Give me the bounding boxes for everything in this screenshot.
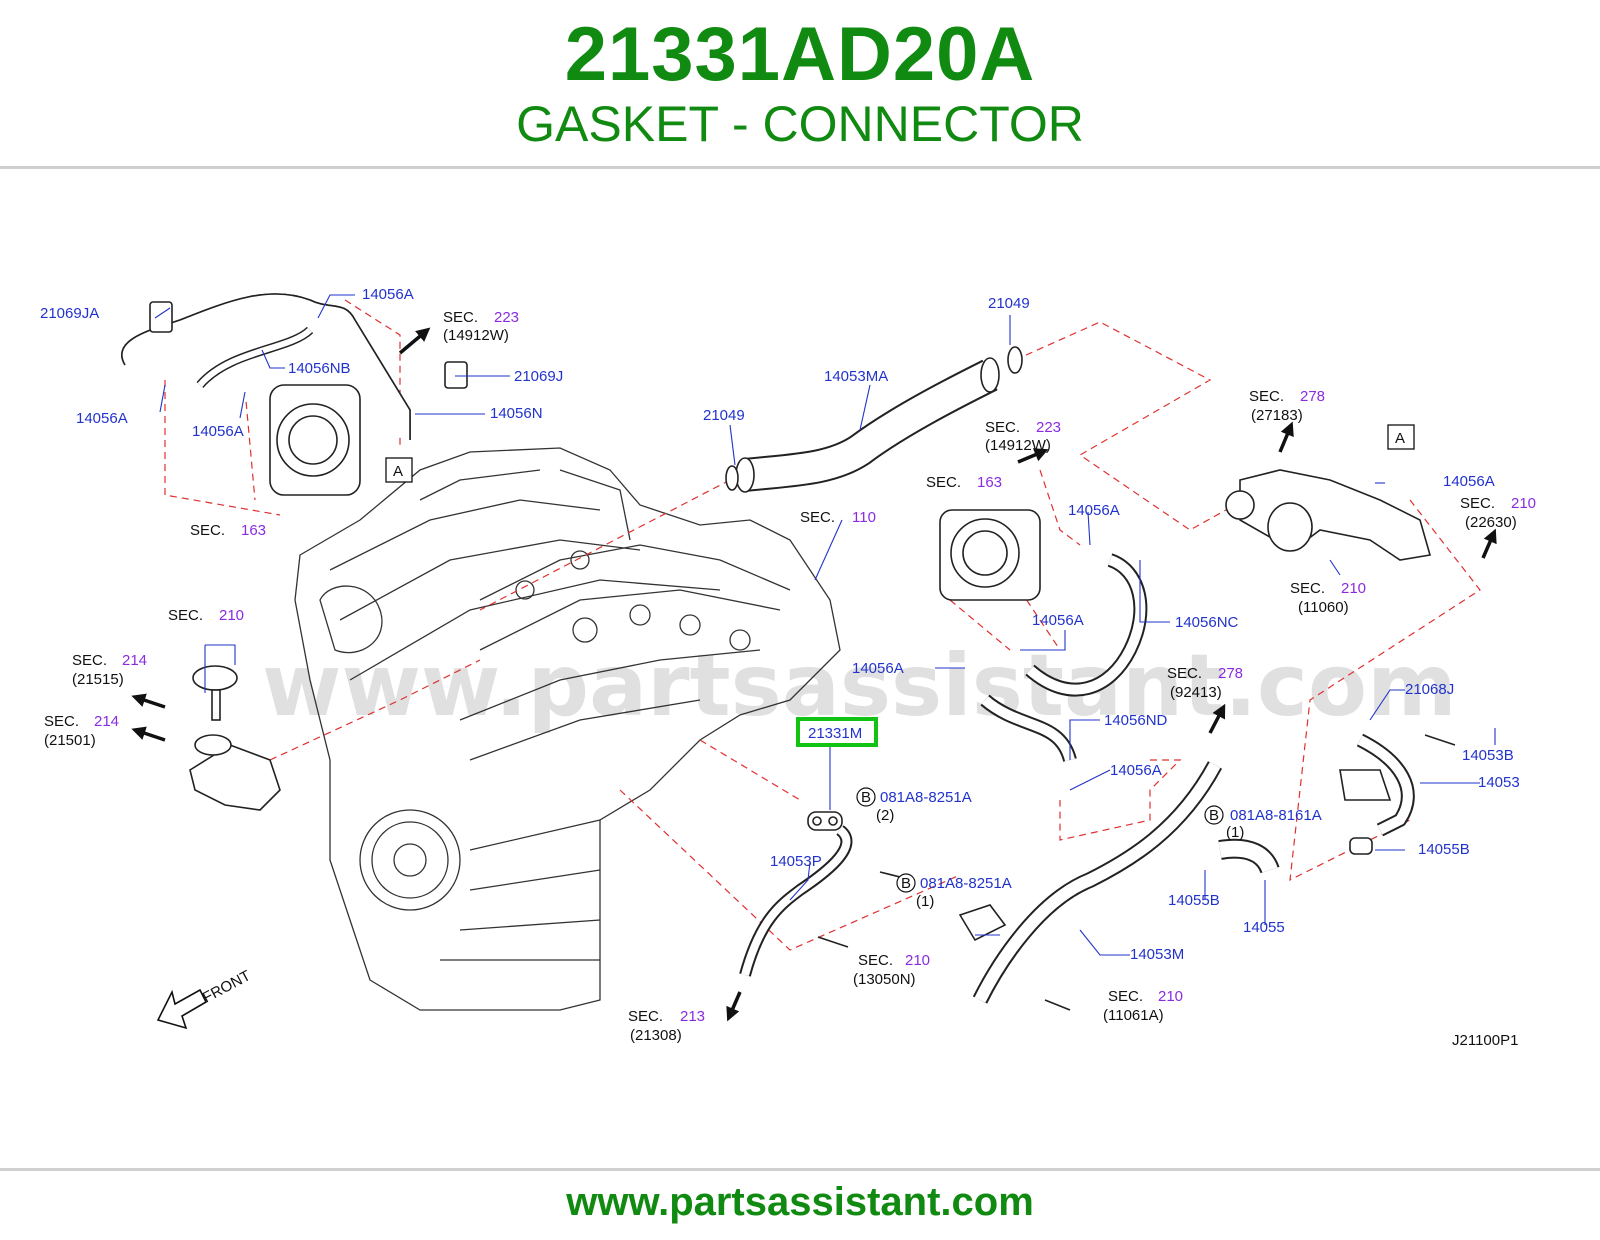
callout-081A8-8161A: 081A8-8161A	[1230, 807, 1322, 824]
callout-14056A: 14056A	[192, 423, 244, 440]
leader-lines	[154, 294, 1496, 956]
front-label: FRONT	[200, 967, 254, 1006]
parts-diagram: www.partsassistant.com	[40, 286, 1536, 1049]
section-references: SEC. 223 (14912W) SEC. 163 SEC. 110 SEC.…	[44, 309, 1536, 1044]
callout-14053B: 14053B	[1462, 747, 1514, 764]
header-divider	[0, 166, 1600, 169]
callout-14055B: 14055B	[1418, 841, 1470, 858]
bolt-marker-b: B	[861, 789, 871, 806]
svg-text:SEC.: SEC.	[1290, 580, 1325, 597]
callout-quantity: (1)	[1226, 824, 1244, 841]
section-number: 214	[122, 652, 147, 669]
part-name-subtitle: GASKET - CONNECTOR	[516, 96, 1084, 152]
svg-text:SEC.: SEC.	[190, 522, 225, 539]
callout-14056A: 14056A	[362, 286, 414, 303]
section-number: 223	[494, 309, 519, 326]
bolt-marker-b: B	[1209, 807, 1219, 824]
front-direction-indicator: FRONT	[156, 967, 254, 1030]
svg-text:SEC.: SEC.	[800, 509, 835, 526]
diagram-code: J21100P1	[1452, 1032, 1518, 1049]
callout-14056A: 14056A	[852, 660, 904, 677]
section-ref: (11060)	[1298, 599, 1349, 616]
svg-text:SEC.: SEC.	[168, 607, 203, 624]
callout-14053P: 14053P	[770, 853, 822, 870]
engine-block-illustration	[294, 447, 841, 1011]
callout-21068J: 21068J	[1405, 681, 1454, 698]
callout-14056A: 14056A	[1443, 473, 1495, 490]
svg-text:SEC.: SEC.	[44, 713, 79, 730]
section-number: 210	[1158, 988, 1183, 1005]
svg-text:SEC.: SEC.	[1167, 665, 1202, 682]
footer-url-link[interactable]: www.partsassistant.com	[566, 1180, 1034, 1224]
section-number: 163	[977, 474, 1002, 491]
section-number: 278	[1218, 665, 1243, 682]
section-ref: (14912W)	[985, 437, 1051, 454]
parts-shapes	[121, 293, 1456, 1011]
callout-14053M: 14053M	[1130, 946, 1184, 963]
bolt-marker-b: B	[901, 875, 911, 892]
section-ref: (11061A)	[1103, 1007, 1164, 1024]
callout-14056ND: 14056ND	[1104, 712, 1168, 729]
section-ref: (92413)	[1170, 684, 1222, 701]
section-number: 278	[1300, 388, 1325, 405]
section-number: 163	[241, 522, 266, 539]
svg-text:SEC.: SEC.	[858, 952, 893, 969]
connection-marker-a: A	[1395, 430, 1405, 447]
section-ref: (21515)	[72, 671, 124, 688]
callout-21069JA: 21069JA	[40, 305, 99, 322]
callout-21069J: 21069J	[514, 368, 563, 385]
callout-14056NC: 14056NC	[1175, 614, 1239, 631]
callout-14053: 14053	[1478, 774, 1520, 791]
callout-14056A: 14056A	[1032, 612, 1084, 629]
page-header: 21331AD20A GASKET - CONNECTOR	[0, 0, 1600, 168]
connection-marker-a: A	[393, 463, 403, 480]
section-ref: (22630)	[1465, 514, 1517, 531]
target-part-highlight	[796, 717, 878, 747]
section-number: 214	[94, 713, 119, 730]
callout-21049: 21049	[988, 295, 1030, 312]
callout-14053MA: 14053MA	[824, 368, 888, 385]
section-arrows	[131, 327, 1497, 1022]
svg-text:SEC.: SEC.	[1108, 988, 1143, 1005]
svg-text:SEC.: SEC.	[1460, 495, 1495, 512]
section-number: 210	[905, 952, 930, 969]
section-number: 210	[1511, 495, 1536, 512]
callout-quantity: (1)	[916, 893, 934, 910]
svg-text:SEC.: SEC.	[628, 1008, 663, 1025]
callout-081A8-8251A: 081A8-8251A	[920, 875, 1012, 892]
callout-21331M-target[interactable]: 21331M	[808, 725, 862, 742]
callout-14056N: 14056N	[490, 405, 543, 422]
section-number: 223	[1036, 419, 1061, 436]
callout-quantity: (2)	[876, 807, 894, 824]
section-number: 210	[219, 607, 244, 624]
svg-text:SEC.: SEC.	[926, 474, 961, 491]
footer-divider	[0, 1168, 1600, 1171]
svg-text:SEC.: SEC.	[985, 419, 1020, 436]
section-number: 110	[852, 509, 876, 526]
callout-21049: 21049	[703, 407, 745, 424]
callout-14055: 14055	[1243, 919, 1285, 936]
part-number-title: 21331AD20A	[564, 12, 1036, 97]
section-ref: (21308)	[630, 1027, 682, 1044]
svg-text:SEC.: SEC.	[1249, 388, 1284, 405]
svg-text:SEC.: SEC.	[72, 652, 107, 669]
callout-14056NB: 14056NB	[288, 360, 351, 377]
section-ref: (21501)	[44, 732, 96, 749]
callout-labels: 21069JA 14056A 14056NB 14056A 14056A 210…	[40, 286, 1520, 963]
callout-14056A: 14056A	[1068, 502, 1120, 519]
section-ref: (14912W)	[443, 327, 509, 344]
section-number: 210	[1341, 580, 1366, 597]
section-ref: (27183)	[1251, 407, 1303, 424]
callout-14055B: 14055B	[1168, 892, 1220, 909]
callout-14056A: 14056A	[76, 410, 128, 427]
section-number: 213	[680, 1008, 705, 1025]
callout-14056A: 14056A	[1110, 762, 1162, 779]
callout-081A8-8251A: 081A8-8251A	[880, 789, 972, 806]
svg-text:SEC.: SEC.	[443, 309, 478, 326]
section-ref: (13050N)	[853, 971, 916, 988]
